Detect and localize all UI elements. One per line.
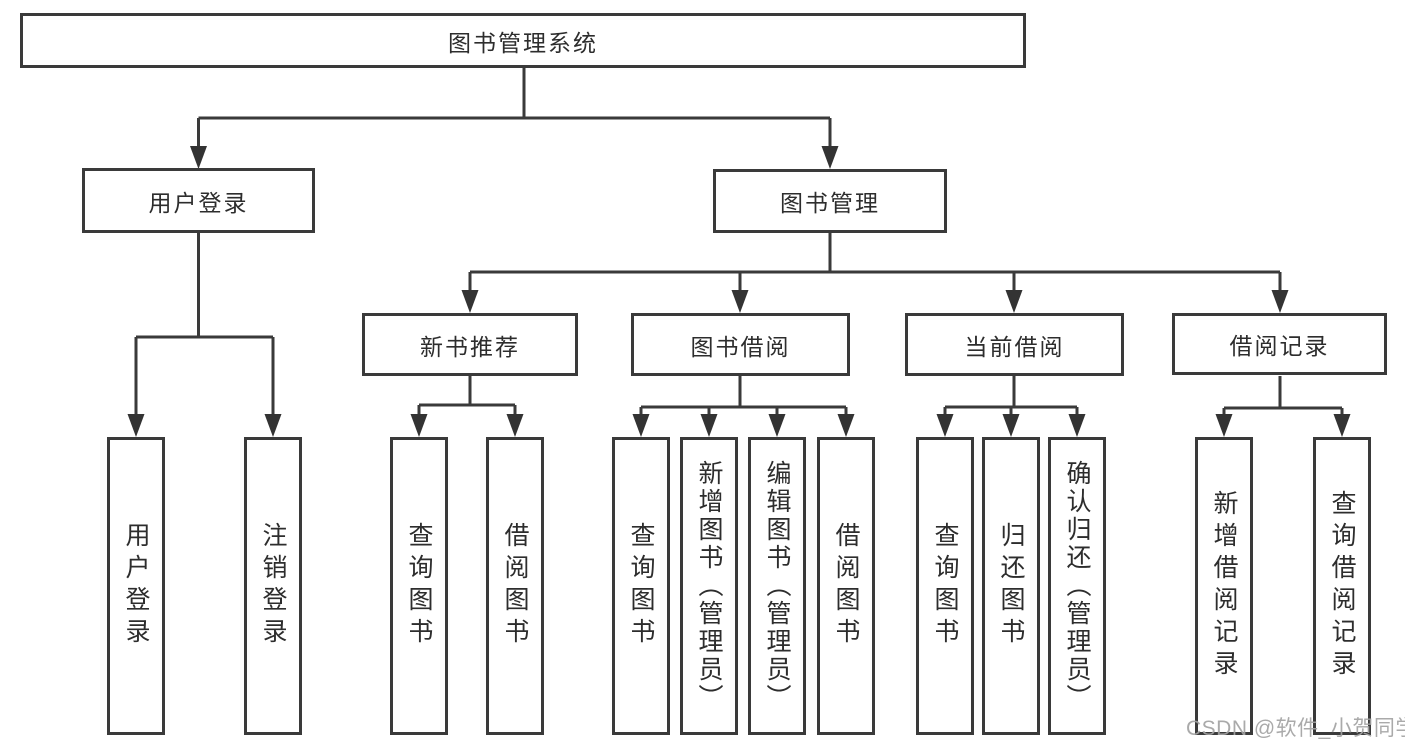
- leaf-br-query-record: 查询借阅记录: [1313, 437, 1371, 735]
- leaf-nbr-query-books: 查询图书: [390, 437, 448, 735]
- node-book-borrowing: 图书借阅: [631, 313, 850, 376]
- leaf-cb-confirm-return-admin: 确认归还（管理员）: [1048, 437, 1106, 735]
- leaf-user-login: 用户登录: [107, 437, 165, 735]
- node-current-borrowing: 当前借阅: [905, 313, 1124, 376]
- node-borrowing-records: 借阅记录: [1172, 313, 1387, 375]
- node-user-login: 用户登录: [82, 168, 315, 233]
- node-new-book-recommend: 新书推荐: [362, 313, 578, 376]
- leaf-nbr-borrow-books: 借阅图书: [486, 437, 544, 735]
- leaf-cb-return-books: 归还图书: [982, 437, 1040, 735]
- node-root: 图书管理系统: [20, 13, 1026, 68]
- leaf-bb-query-books: 查询图书: [612, 437, 670, 735]
- leaf-bb-add-books-admin: 新增图书（管理员）: [680, 437, 738, 735]
- leaf-logout: 注销登录: [244, 437, 302, 735]
- leaf-br-add-record: 新增借阅记录: [1195, 437, 1253, 735]
- node-book-management: 图书管理: [713, 169, 947, 233]
- csdn-watermark: CSDN @软件_小贺同学: [1186, 717, 1405, 740]
- leaf-bb-borrow-books: 借阅图书: [817, 437, 875, 735]
- leaf-cb-query-books: 查询图书: [916, 437, 974, 735]
- leaf-bb-edit-books-admin: 编辑图书（管理员）: [748, 437, 806, 735]
- arrowheads: [127, 146, 1351, 437]
